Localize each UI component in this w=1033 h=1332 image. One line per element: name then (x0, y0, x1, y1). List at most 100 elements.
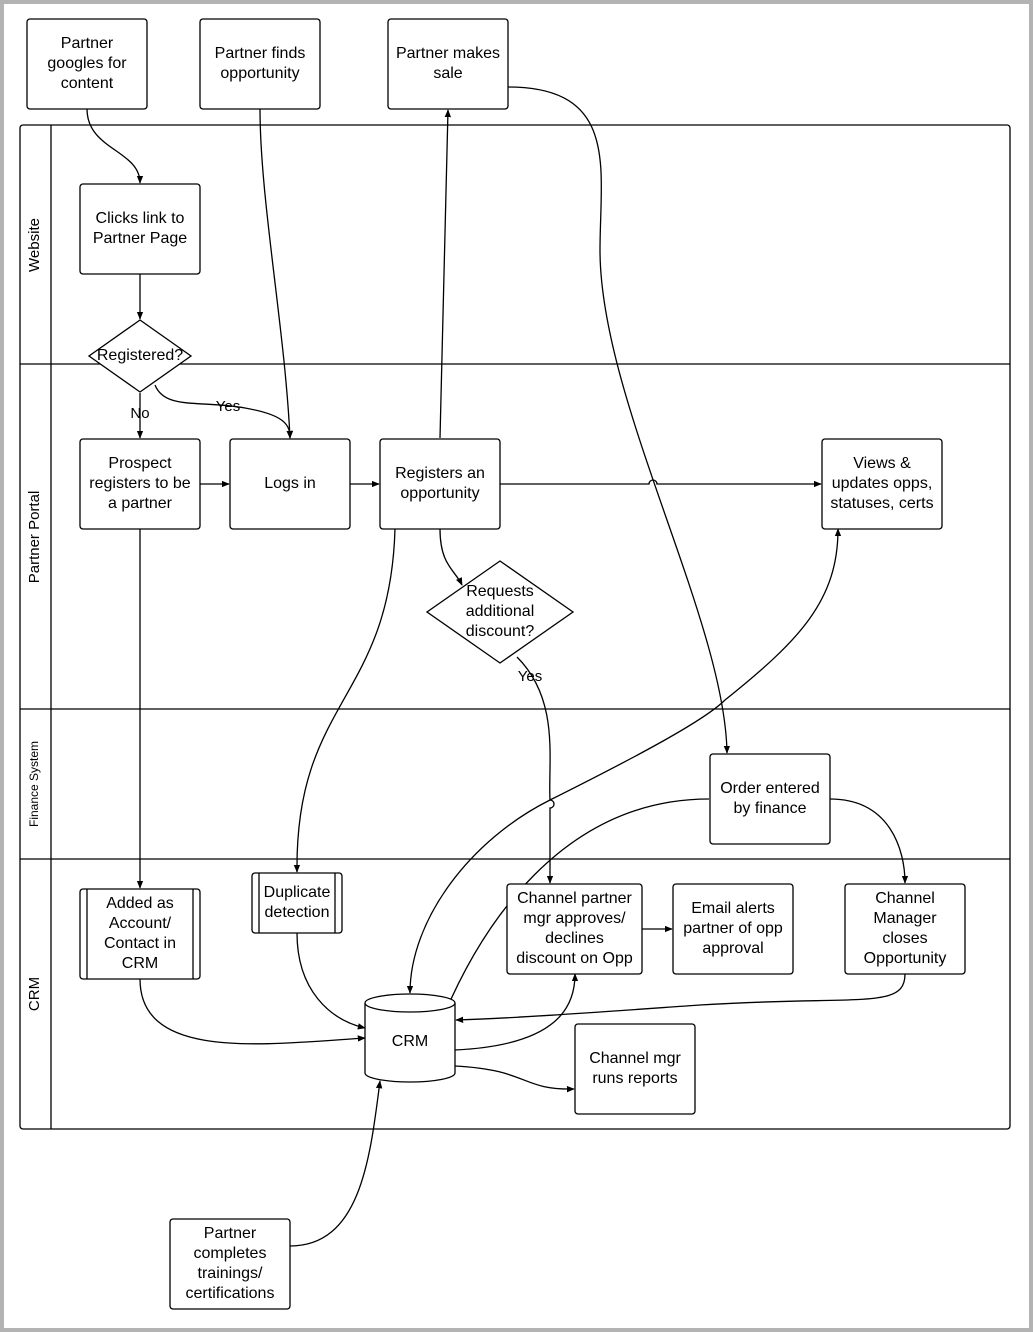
edge-crmdb-to-reports (454, 1065, 575, 1093)
edge-registered-to-logs (154, 384, 294, 439)
node-label-line: Registered? (97, 347, 183, 364)
decision-diamond (425, 560, 575, 664)
node-label-line: Channel partner (517, 890, 632, 907)
node-label: Logs in (264, 475, 316, 492)
node-label-line: a partner (108, 495, 173, 512)
database-cylinder (364, 993, 456, 1083)
node-label: Email alerts partner of opp approval (683, 900, 783, 957)
node-cpm: Channel partner mgr approves/declines disc… (506, 883, 643, 975)
node-label-line: detection (265, 904, 330, 921)
node-label-line: mgr approves/ (523, 910, 626, 927)
edge-regopp-to-requests (439, 528, 463, 586)
node-label-line: runs reports (592, 1070, 677, 1087)
lane-label-finance-system: Finance System (27, 741, 41, 827)
decision-diamond (87, 319, 193, 393)
node-label: Partner makes sale (396, 45, 500, 82)
node-label-line: approval (702, 940, 763, 957)
node-label-line: Partner Page (93, 230, 187, 247)
node-sale: Partner makes sale (387, 18, 509, 110)
lane-label-crm: CRM (26, 977, 43, 1011)
node-label-line: additional (466, 603, 535, 620)
node-label-line: declines (545, 930, 604, 947)
edge-trainings-to-crmdb (289, 1080, 383, 1247)
process-box (506, 883, 643, 975)
node-logs: Logs in (229, 438, 351, 530)
pool-outline (19, 124, 1011, 1130)
node-label-line: partner of opp (683, 920, 783, 937)
node-label: Order entered by finance (720, 780, 820, 817)
process-box (199, 18, 321, 110)
node-label-line: sale (433, 65, 462, 82)
node-label-line: Partner (61, 35, 114, 52)
node-label-line: closes (882, 930, 927, 947)
node-label: Registered? (97, 347, 183, 364)
node-label: Channel partner mgr approves/declines disc… (516, 890, 633, 967)
process-box (169, 1218, 291, 1310)
node-label-line: Partner finds (215, 45, 306, 62)
node-label-line: Contact in (104, 935, 176, 952)
process-box (574, 1023, 696, 1115)
lane-label-partner-portal: Partner Portal (26, 491, 43, 584)
edge-label-no: No (130, 405, 149, 422)
edge-requests-to-cpm (516, 656, 555, 884)
node-label-line: Logs in (264, 475, 316, 492)
node-label-line: by finance (734, 800, 807, 817)
node-label-line: opportunity (220, 65, 299, 82)
node-label-line: Added as (106, 895, 174, 912)
node-label-line: Manager (873, 910, 937, 927)
node-label: CRM (392, 1033, 428, 1050)
node-label-line: CRM (122, 955, 158, 972)
node-label-line: Order entered (720, 780, 820, 797)
node-label: Partner finds opportunity (215, 45, 306, 82)
node-label-line: Email alerts (691, 900, 775, 917)
edge-label-yes-discount: Yes (518, 668, 542, 685)
process-box (387, 18, 509, 110)
node-label-line: Prospect (108, 455, 172, 472)
process-box (229, 438, 351, 530)
node-label-line: updates opps, (832, 475, 933, 492)
node-label-line: registers to be (89, 475, 190, 492)
node-label: Prospect registers to be a partner (89, 455, 190, 512)
edge-regopp-to-views (500, 479, 822, 488)
edge-crmdb-to-cpm (454, 973, 579, 1051)
edge-label-yes: Yes (216, 398, 240, 415)
node-label-line: Channel (875, 890, 935, 907)
node-registered: Registered? (87, 319, 193, 393)
node-label-line: Partner makes (396, 45, 500, 62)
edge-closes-to-crmdb (455, 973, 906, 1023)
node-label-line: statuses, certs (830, 495, 933, 512)
process-box (672, 883, 794, 975)
lane-label-website: Website (26, 218, 43, 272)
node-added: Added as Account/Contact in CRM (79, 888, 201, 980)
node-label-line: discount on Opp (516, 950, 633, 967)
node-label-line: CRM (392, 1033, 428, 1050)
process-box (709, 753, 831, 845)
node-label: Views &updates opps,statuses, certs (830, 455, 933, 512)
node-order: Order entered by finance (709, 753, 831, 845)
edge-googles-to-clicks (86, 108, 144, 184)
edge-sale-to-order (507, 86, 731, 754)
subprocess-box (79, 888, 201, 980)
process-box (79, 438, 201, 530)
process-box (79, 183, 201, 275)
node-label-line: content (61, 75, 114, 92)
node-label-line: Account/ (109, 915, 172, 932)
process-box (26, 18, 148, 110)
node-label-line: Registers an (395, 465, 485, 482)
node-crmdb: CRM (364, 993, 456, 1083)
